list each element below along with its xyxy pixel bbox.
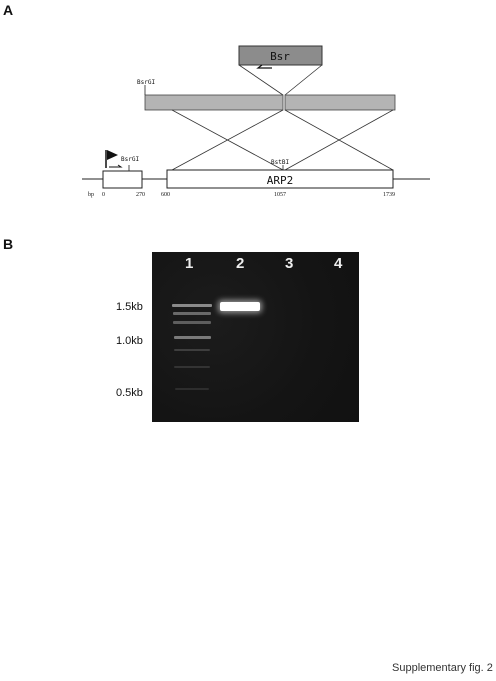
insertion-line-left (238, 64, 284, 96)
ladder-band (174, 336, 211, 339)
lane-number-3: 3 (285, 255, 294, 272)
primer-arrow-icon (109, 164, 123, 168)
bsrgi-site-label: BsrGI (137, 79, 155, 86)
lane-number-4: 4 (334, 255, 343, 272)
panel-a-letter: A (3, 2, 14, 18)
construct-right-arm (284, 94, 396, 111)
targeting-diagram: Bsr BsrGI BsrGI ARP2 BstBI bp 0 270 600 … (82, 45, 430, 198)
ladder-band (173, 312, 211, 315)
bstbi-site-label: BstBI (271, 159, 289, 166)
crossover-line-4 (284, 109, 394, 171)
ladder-band (175, 388, 209, 390)
bsr-cassette-label: Bsr (270, 50, 290, 63)
promoter-site-label: BsrGI (121, 156, 139, 163)
bp-unit-label: bp (88, 192, 94, 198)
ruler-label-0: 0 (102, 192, 105, 198)
ladder-band (173, 321, 211, 324)
gel-image: 1 2 3 4 (152, 252, 359, 422)
bsr-cassette-box (238, 45, 323, 66)
marker-label-1-0kb: 1.0kb (116, 335, 143, 347)
promoter-flag-icon (107, 150, 118, 160)
ladder-band (172, 304, 212, 307)
marker-label-1-5kb: 1.5kb (116, 301, 143, 313)
crossover-line-2 (171, 109, 284, 171)
bsr-direction-arrow-icon (256, 64, 272, 69)
ruler-label-1057: 1057 (274, 192, 286, 198)
arp2-gene-label: ARP2 (267, 174, 294, 187)
lane-number-1: 1 (185, 255, 194, 272)
lane-2-pcr-band (220, 302, 260, 311)
ruler-label-270: 270 (136, 192, 145, 198)
ruler-label-600: 600 (161, 192, 170, 198)
figure-caption: Supplementary fig. 2 (392, 662, 493, 674)
construct-left-arm (144, 94, 284, 111)
lane-number-2: 2 (236, 255, 245, 272)
arp2-gene-box (166, 169, 394, 189)
marker-label-0-5kb: 0.5kb (116, 387, 143, 399)
panel-b-letter: B (3, 236, 14, 252)
ruler-label-1739: 1739 (383, 192, 395, 198)
ladder-band (174, 366, 210, 368)
ladder-band (174, 349, 210, 351)
insertion-line-right (284, 64, 323, 96)
promoter-box (102, 170, 143, 189)
